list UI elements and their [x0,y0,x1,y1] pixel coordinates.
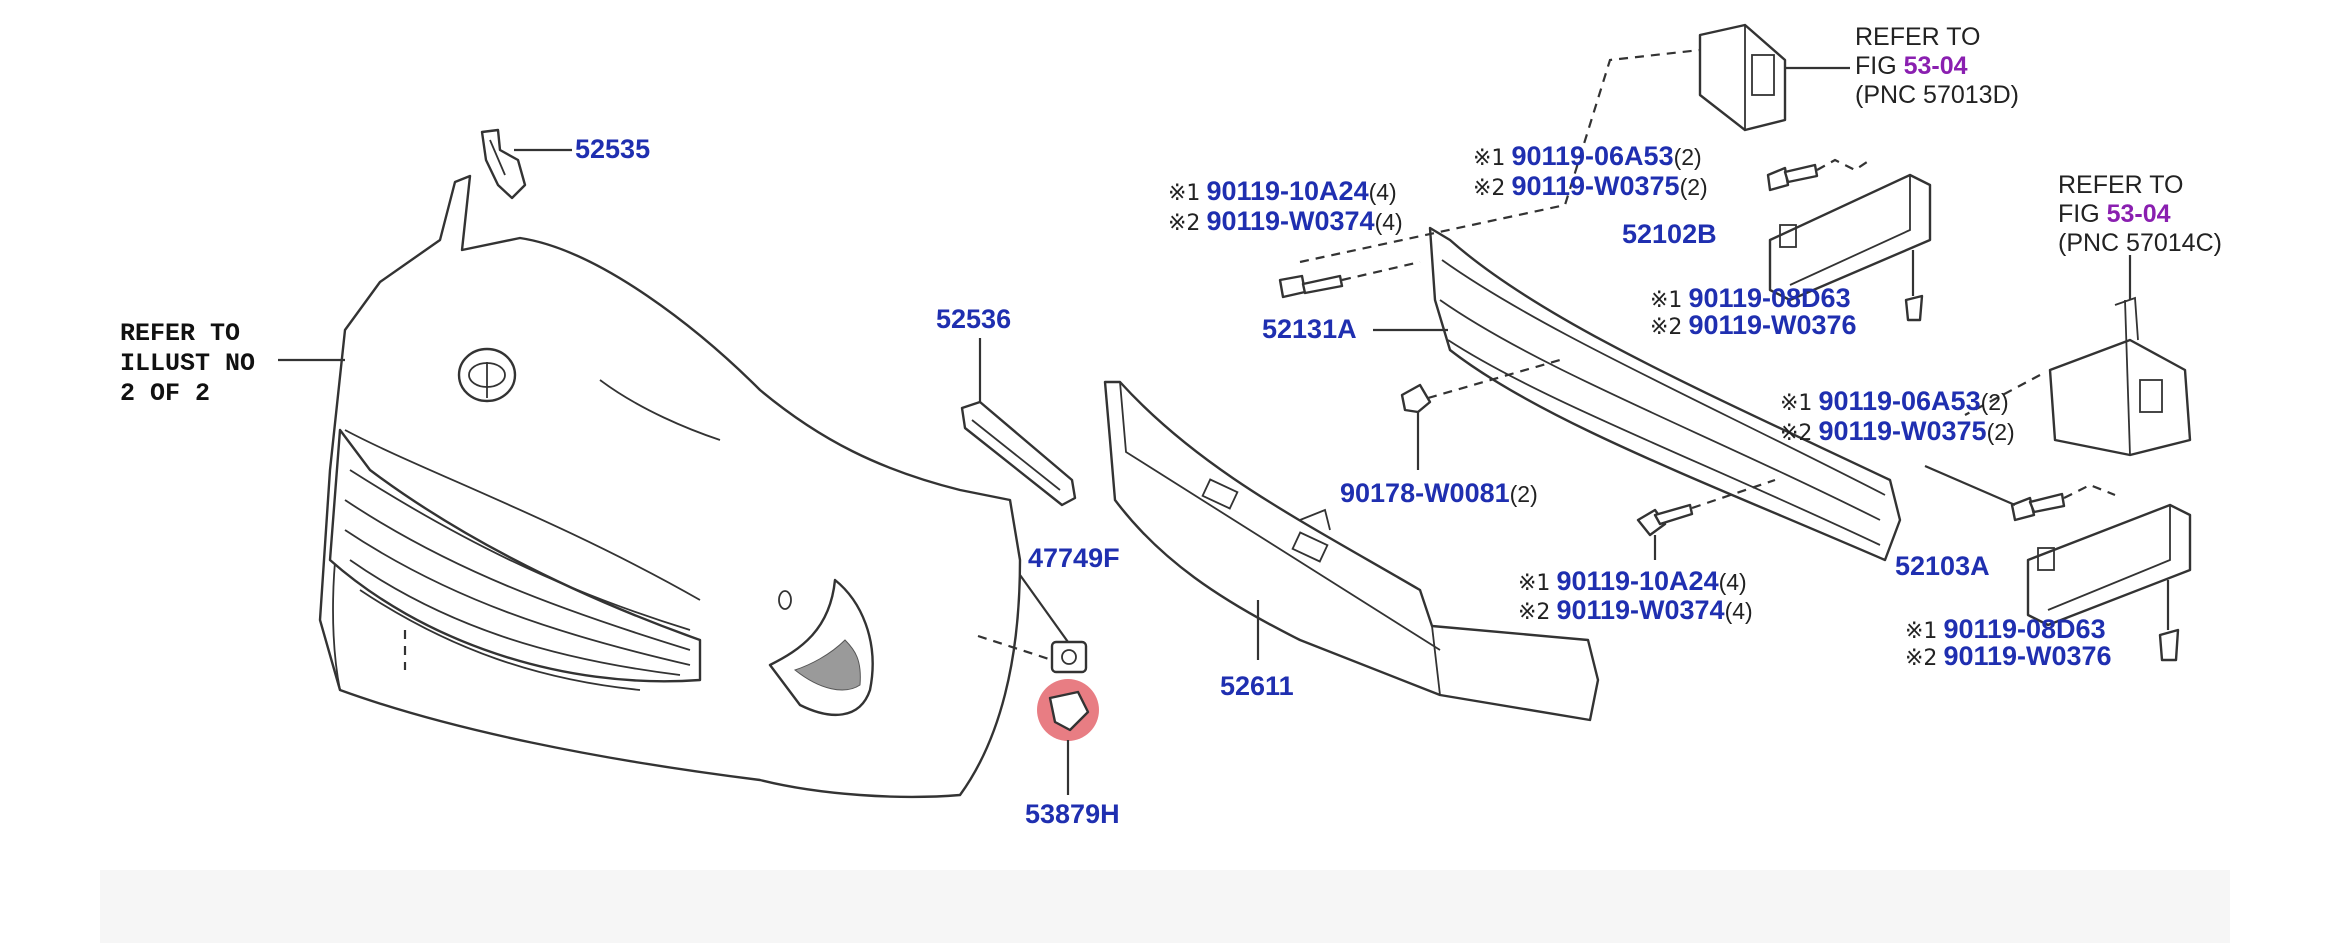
refer-fig-right: REFER TO FIG 53-04 (PNC 57014C) [2058,171,2222,257]
bracket-top-ref-drawing [1698,23,1850,132]
retainer-52536-drawing [960,338,1077,507]
c5-mark2: ※2 [1518,600,1550,625]
c3-mark1: ※1 [1650,288,1682,313]
bumper-cover-drawing [318,174,1022,799]
pnc-90178-number[interactable]: 90178-W0081 [1340,478,1510,508]
c3-part1[interactable]: 90119-08D63 [1688,283,1850,313]
c1-qty2: (4) [1375,209,1403,235]
c1-part2[interactable]: 90119-W0374 [1206,206,1374,236]
c5-mark1: ※1 [1518,571,1550,596]
svg-text:FIG 53-04: FIG 53-04 [2058,200,2171,228]
c4-qty2: (2) [1987,419,2015,445]
bracket-right-ref-drawing [1964,255,2192,457]
pnc-53879H[interactable]: 53879H [1025,799,1120,829]
refer-top-line1: REFER TO [1855,23,1981,51]
pnc-52103A[interactable]: 52103A [1895,551,1990,581]
c4-mark1: ※1 [1780,391,1812,416]
pnc-90178-qty: (2) [1510,481,1538,507]
c1-mark1: ※1 [1168,181,1200,206]
refer-illust-line2: ILLUST NO [120,349,255,378]
c2-part1[interactable]: 90119-06A53 [1511,141,1673,171]
bracket-52535-drawing [480,128,572,200]
c5-part1[interactable]: 90119-10A24 [1556,566,1718,596]
refer-top-fig-link[interactable]: 53-04 [1904,52,1968,80]
refer-top-pnc: (PNC 57013D) [1855,81,2019,109]
c1-part1[interactable]: 90119-10A24 [1206,176,1368,206]
pnc-47749F[interactable]: 47749F [1028,543,1120,573]
c1-mark2: ※2 [1168,211,1200,236]
c2-qty2: (2) [1680,174,1708,200]
bracket-52102B-drawing [1766,158,1932,322]
reinforcement-52131A-drawing [1278,48,1902,562]
c1-qty1: (4) [1369,179,1397,205]
refer-fig-top: REFER TO FIG 53-04 (PNC 57013D) [1855,23,2019,109]
c3-mark2: ※2 [1650,315,1682,340]
c4-part1[interactable]: 90119-06A53 [1818,386,1980,416]
c5-qty2: (4) [1725,598,1753,624]
c2-mark2: ※2 [1473,176,1505,201]
pnc-52611[interactable]: 52611 [1220,671,1294,701]
c6-mark2: ※2 [1905,646,1937,671]
c6-part2[interactable]: 90119-W0376 [1943,641,2111,671]
c4-qty1: (2) [1981,389,2009,415]
refer-illust-line3: 2 OF 2 [120,379,210,408]
refer-top-fig-prefix: FIG [1855,52,1904,80]
c2-mark1: ※1 [1473,146,1505,171]
refer-right-fig-prefix: FIG [2058,200,2107,228]
pnc-52131A[interactable]: 52131A [1262,314,1357,344]
c5-part2[interactable]: 90119-W0374 [1556,595,1724,625]
svg-text:FIG 53-04: FIG 53-04 [1855,52,1968,80]
c6-part1[interactable]: 90119-08D63 [1943,614,2105,644]
c3-part2[interactable]: 90119-W0376 [1688,310,1856,340]
pnc-52102B[interactable]: 52102B [1622,219,1717,249]
refer-right-pnc: (PNC 57014C) [2058,229,2222,257]
sensor-parts-drawing [977,574,1099,795]
pnc-90178-W0081[interactable]: 90178-W0081(2) [1340,478,1538,508]
c5-qty1: (4) [1719,569,1747,595]
bracket-52103A-drawing [1924,464,2192,662]
c4-part2[interactable]: 90119-W0375 [1818,416,1986,446]
c4-mark2: ※2 [1780,421,1812,446]
background-panel [100,870,2230,943]
absorber-52611-drawing [1103,380,1600,722]
pnc-52536[interactable]: 52536 [936,304,1011,334]
c6-mark1: ※1 [1905,619,1937,644]
pnc-52535[interactable]: 52535 [575,134,650,164]
refer-right-fig-link[interactable]: 53-04 [2107,200,2171,228]
c2-qty1: (2) [1674,144,1702,170]
refer-illust-line1: REFER TO [120,319,240,348]
c2-part2[interactable]: 90119-W0375 [1511,171,1679,201]
refer-right-line1: REFER TO [2058,171,2184,199]
